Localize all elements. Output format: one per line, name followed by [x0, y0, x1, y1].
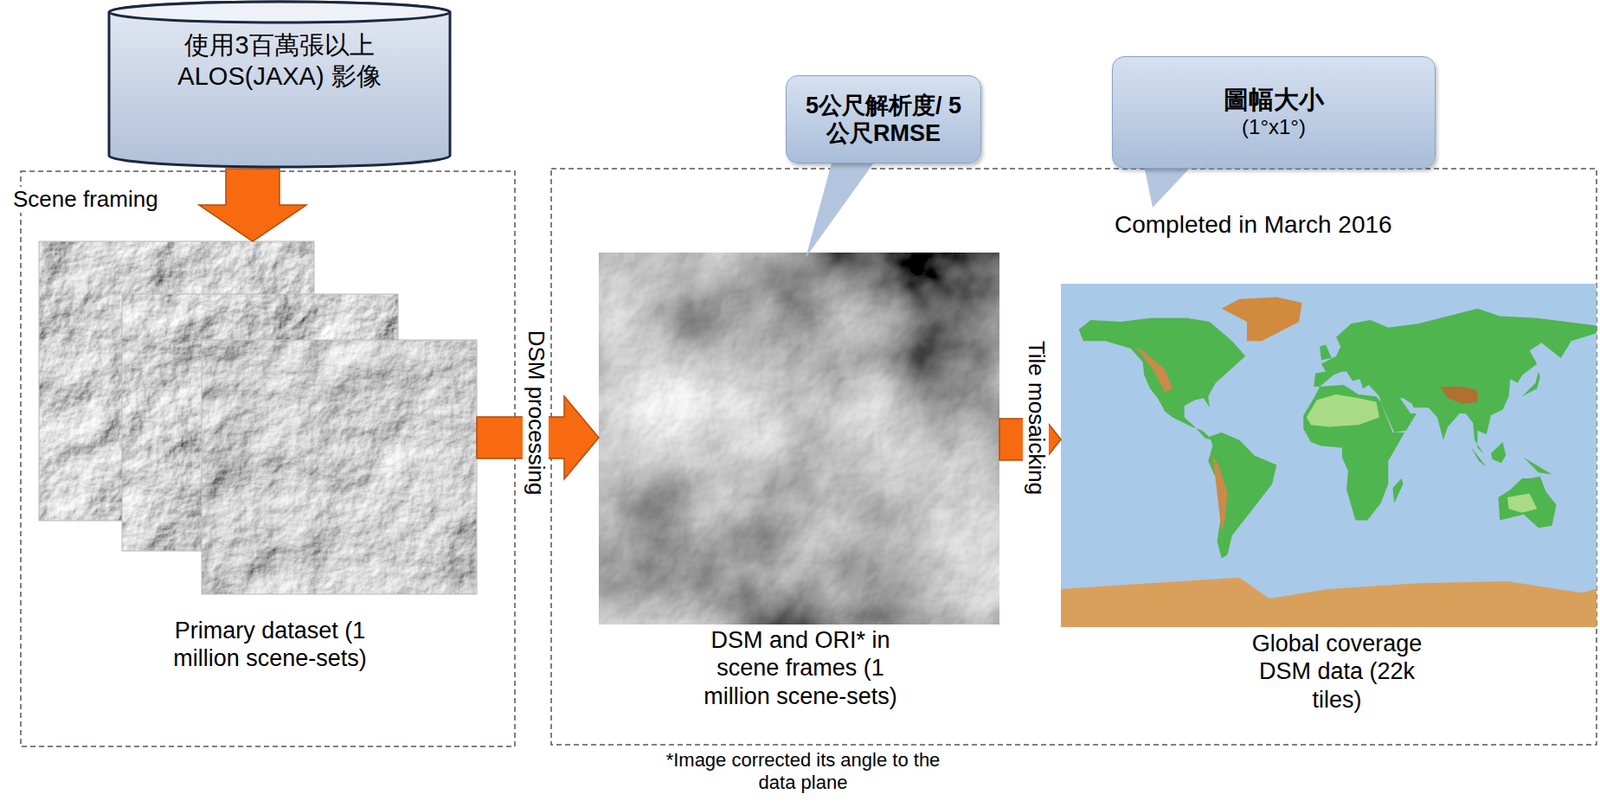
world-map — [1212, 456, 1228, 533]
image-panel: Global coverage DSM data (22k tiles) — [1060, 283, 1597, 719]
scene-stack — [201, 340, 477, 595]
world-map — [1060, 283, 1597, 628]
callout-pointer — [1143, 165, 1193, 208]
world-map — [1135, 346, 1173, 393]
callout-box: 圖幅大小(1°x1°) — [1111, 56, 1436, 169]
panel-caption: Primary dataset (1 million scene-sets) — [160, 616, 381, 674]
world-map — [1507, 494, 1537, 514]
cylinder-label: 使用3百萬張以上 ALOS(JAXA) 影像 — [107, 0, 452, 110]
world-map — [1522, 371, 1541, 397]
storage-label: 使用3百萬張以上 ALOS(JAXA) 影像 — [136, 29, 423, 93]
panel-caption: DSM and ORI* in scene frames (1 million … — [683, 626, 918, 711]
callout-box: 5公尺解析度/ 5公尺RMSE — [785, 75, 982, 164]
group-frame — [551, 168, 1597, 746]
arrow-label: Tile mosaicking — [1022, 338, 1049, 498]
world-map — [1060, 283, 1597, 628]
world-map — [1498, 476, 1557, 529]
world-map — [1079, 318, 1247, 441]
arrow-label: DSM processing — [522, 327, 549, 499]
callout-pointer — [805, 160, 876, 258]
panel-caption: Global coverage DSM data (22k tiles) — [1237, 629, 1437, 714]
group-frame — [20, 171, 515, 747]
world-map — [1060, 296, 1597, 628]
world-map — [1490, 442, 1506, 463]
scene-stack — [38, 241, 477, 595]
image-panel: DSM and ORI* in scene frames (1 million … — [598, 252, 1000, 716]
world-map — [1439, 386, 1478, 405]
world-map — [1319, 345, 1332, 361]
arrow-label: Scene framing — [10, 186, 161, 213]
world-map — [1303, 385, 1405, 521]
world-map — [1221, 296, 1303, 341]
block-arrow — [199, 168, 307, 242]
callout-subtext: (1°x1°) — [1241, 115, 1306, 141]
world-map — [1208, 432, 1277, 560]
dsm-image — [598, 252, 1000, 625]
database-cylinder: 使用3百萬張以上 ALOS(JAXA) 影像 — [107, 0, 452, 169]
cylinder-body — [109, 1, 450, 168]
image-panel: Primary dataset (1 million scene-sets) — [38, 241, 477, 716]
dsm-image — [598, 252, 1000, 625]
world-map — [1523, 457, 1553, 476]
scene-stack — [201, 340, 477, 595]
callout-text: 5公尺解析度/ 5公尺RMSE — [796, 91, 971, 148]
footnote: *Image corrected its angle to the data p… — [661, 749, 945, 796]
world-map — [1470, 445, 1487, 467]
cylinder-top — [109, 1, 450, 23]
status-note: Completed in March 2016 — [1111, 210, 1395, 240]
world-map — [1392, 478, 1403, 504]
world-map — [1306, 394, 1380, 427]
callout-text: 圖幅大小 — [1223, 84, 1324, 116]
world-map — [1060, 578, 1597, 628]
